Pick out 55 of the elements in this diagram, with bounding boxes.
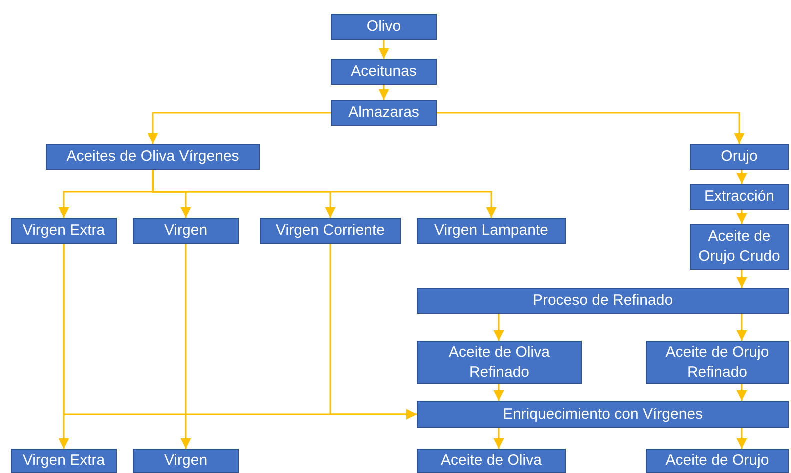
process-box [690, 184, 789, 210]
node-label: Aceite de Orujo Crudo [698, 227, 782, 267]
process-box [690, 224, 789, 270]
node-label: Olivo [366, 17, 402, 37]
node-label: Proceso de Refinado [532, 291, 674, 311]
node-label: Virgen [164, 221, 208, 241]
process-box [260, 218, 401, 244]
node-label: Aceite de Oliva Refinado [448, 342, 551, 382]
arrow [494, 428, 504, 449]
process-box [331, 14, 437, 40]
node-label: Aceite de Orujo Refinado [664, 342, 770, 382]
arrow [437, 112, 745, 144]
arrow [148, 112, 331, 144]
process-box [417, 401, 789, 428]
node-label: Almazaras [348, 103, 420, 123]
node-label: Aceitunas [351, 62, 417, 82]
arrow [736, 428, 748, 449]
arrow [494, 314, 504, 341]
arrow [736, 314, 748, 341]
node-label: Aceites de Oliva Vírgenes [66, 147, 240, 167]
node-label: Virgen Lampante [434, 221, 548, 241]
node-label: Aceite de Oliva [441, 451, 542, 471]
process-box [46, 144, 260, 170]
arrow [152, 170, 497, 218]
process-box [133, 218, 239, 244]
process-box [331, 59, 437, 85]
node-label: Enriquecimiento con Vírgenes [502, 404, 704, 424]
arrow [736, 210, 748, 224]
process-box [646, 449, 789, 473]
arrow [494, 384, 504, 401]
arrow [378, 40, 390, 59]
process-box [11, 449, 117, 473]
node-label: Virgen Corriente [276, 221, 385, 241]
arrow [180, 244, 192, 449]
node-label: Virgen Extra [22, 451, 106, 471]
node-label: Virgen Extra [22, 221, 106, 241]
process-box [690, 144, 789, 170]
process-box [417, 449, 566, 473]
arrow [58, 244, 70, 449]
node-label: Extracción [704, 187, 775, 207]
process-box [417, 288, 789, 314]
node-label: Virgen [164, 451, 208, 471]
arrow [330, 244, 417, 420]
arrow [736, 270, 748, 288]
process-box [646, 341, 789, 384]
process-box [11, 218, 117, 244]
process-box [133, 449, 239, 473]
arrow [736, 170, 748, 184]
arrow [378, 85, 390, 100]
arrow [736, 384, 748, 401]
process-box [417, 341, 582, 384]
process-box [417, 218, 566, 244]
process-box [331, 100, 437, 126]
node-label: Aceite de Orujo [666, 451, 770, 471]
node-label: Orujo [721, 147, 758, 167]
